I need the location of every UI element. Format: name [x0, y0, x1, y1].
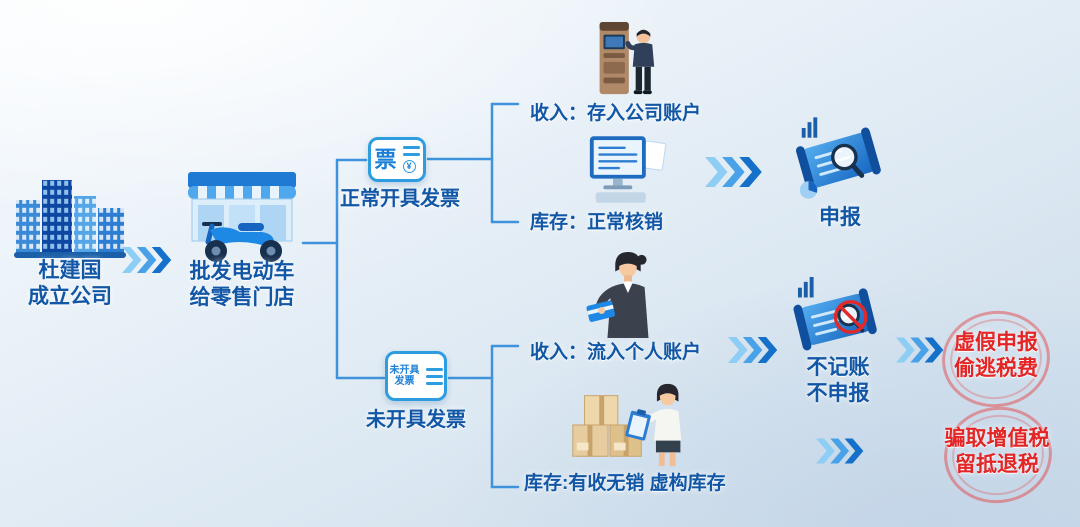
vat-fraud-line2: 留抵退税 — [955, 453, 1039, 476]
inventory-fake-label: 库存:有收无销 虚构库存 — [524, 473, 726, 494]
inventory-boxes-icon — [572, 383, 682, 467]
no-books-label-line2: 不申报 — [806, 382, 870, 405]
no-invoice-char: 未开具 发票 — [390, 365, 420, 387]
invoice-lines: ¥ — [402, 146, 420, 173]
vat-fraud-label: 骗取增值税 留抵退税 — [932, 426, 1062, 478]
flow-arrow-icon — [728, 337, 778, 363]
company-label-line2: 成立公司 — [28, 285, 112, 308]
no-invoice-lines — [425, 367, 443, 385]
flow-arrow-icon — [816, 438, 864, 464]
storefront-scooter-icon — [188, 172, 296, 262]
vat-fraud-line1: 骗取增值税 — [944, 427, 1050, 450]
wholesale-label: 批发电动车 给零售门店 — [178, 259, 306, 311]
wholesale-label-line2: 给零售门店 — [189, 286, 295, 309]
wholesale-label-line1: 批发电动车 — [189, 260, 295, 283]
invoice-icon: 票 ¥ — [368, 137, 426, 182]
income-company-label: 收入：存入公司账户 — [530, 103, 702, 124]
no-books-label-line1: 不记账 — [806, 356, 870, 379]
atm-deposit-icon — [599, 21, 655, 95]
false-declaration-label: 虚假申报 偷逃税费 — [938, 330, 1054, 382]
personal-account-card-icon — [586, 251, 649, 338]
false-declaration-line1: 虚假申报 — [954, 331, 1038, 354]
company-label: 杜建国 成立公司 — [8, 258, 132, 310]
flow-arrow-icon — [122, 247, 172, 273]
no-declaration-scroll-icon — [793, 276, 877, 351]
declaration-scroll-icon — [795, 117, 881, 199]
no-invoice-icon: 未开具 发票 — [385, 351, 447, 401]
false-declaration-line2: 偷逃税费 — [954, 357, 1038, 380]
invoice-branch-label: 正常开具发票 — [340, 188, 460, 210]
no-books-label: 不记账 不申报 — [795, 355, 881, 407]
flow-arrow-icon — [705, 157, 762, 187]
company-buildings-icon — [14, 180, 126, 258]
no-invoice-char-line1: 未开具 — [389, 365, 420, 376]
declare-label: 申报 — [819, 206, 861, 229]
flow-arrow-icon — [896, 337, 944, 363]
company-label-line1: 杜建国 — [38, 259, 102, 282]
inventory-normal-label: 库存：正常核销 — [530, 212, 664, 233]
scooter — [202, 222, 282, 262]
computer-records-icon — [589, 136, 667, 203]
no-invoice-char-line2: 发票 — [394, 376, 415, 387]
invoice-char: 票 — [374, 146, 397, 172]
no-invoice-branch-label: 未开具发票 — [366, 409, 466, 431]
income-personal-label: 收入：流入个人账户 — [530, 342, 702, 363]
yen-badge: ¥ — [402, 160, 416, 173]
